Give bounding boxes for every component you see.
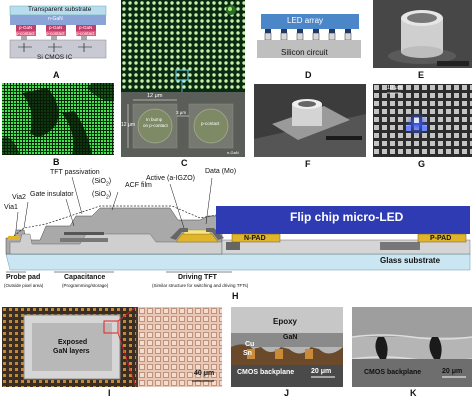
label-p-gan-1: p-GaN	[19, 25, 32, 30]
panel-h-cross-section	[0, 168, 474, 290]
label-c-dim-top: 12 μm	[147, 93, 162, 99]
label-p-gan-2: p-GaN	[49, 25, 62, 30]
panel-g: 10 μm	[373, 84, 472, 157]
panel-b	[2, 83, 114, 155]
label-n-pad: N-PAD	[244, 235, 266, 242]
label-c-p-contact: p-contact	[201, 121, 220, 126]
panel-letter-a: A	[53, 70, 60, 80]
label-probe-pad: Probe pad	[6, 274, 40, 281]
panel-d-diagram	[253, 6, 365, 66]
panel-d: LED array Silicon circuit	[253, 6, 365, 66]
label-tft-passivation: TFT passivation	[50, 169, 100, 176]
panel-e-sem-image	[373, 0, 472, 68]
label-sio2-1-text: (SiO	[92, 178, 106, 185]
label-i-scale: 40 μm	[194, 370, 214, 377]
label-n-gan: n-GaN	[48, 16, 63, 22]
label-c-dim-left: 12 μm	[121, 122, 135, 128]
label-p-contact-3: p-contact	[76, 31, 95, 36]
label-acf-film: ACF film	[125, 182, 152, 189]
panel-letter-c: C	[181, 158, 188, 168]
label-sio2-1: (SiO2)	[92, 178, 111, 187]
label-epoxy: Epoxy	[273, 317, 297, 326]
panel-b-emission-image	[2, 83, 114, 155]
label-c-in-bump: In bump	[146, 117, 162, 122]
label-silicon-circuit: Silicon circuit	[281, 48, 328, 57]
label-flip-chip-micro-led: Flip chip micro-LED	[290, 210, 403, 224]
panel-g-pixel-array	[373, 84, 472, 157]
panel-letter-i: I	[108, 388, 111, 398]
label-p-contact-1: p-contact	[16, 31, 35, 36]
label-sio2-2: (SiO2)	[92, 191, 111, 200]
label-led-array: LED array	[287, 16, 323, 25]
panel-k: CMOS backplane 20 μm	[352, 307, 472, 387]
label-sn: Sn	[243, 350, 252, 357]
label-via1: Via1	[4, 204, 18, 211]
label-j-cmos: CMOS backplane	[237, 369, 294, 376]
panel-letter-h: H	[232, 291, 239, 301]
label-capacitance-sub: (Programming/storage)	[62, 283, 108, 288]
label-capacitance: Capacitance	[64, 274, 105, 281]
panel-letter-k: K	[410, 388, 417, 398]
panel-f	[254, 84, 366, 157]
label-cu: Cu	[245, 341, 254, 348]
label-gan-layers: GaN layers	[53, 348, 90, 355]
label-j-scale: 20 μm	[311, 368, 331, 375]
label-data-mo: Data (Mo)	[205, 168, 236, 175]
panel-letter-j: J	[284, 388, 289, 398]
label-driving-tft-sub: (Similar structure for switching and dri…	[152, 283, 248, 288]
label-gate-insulator: Gate insulator	[30, 191, 74, 198]
label-si-cmos: Si CMOS IC	[37, 54, 72, 61]
panel-i: Exposed GaN layers 40 μm	[2, 307, 222, 387]
panel-a: Transparent substrate n-GaN p-GaN p-GaN …	[2, 0, 110, 70]
panel-c-micrograph	[121, 0, 245, 157]
label-driving-tft: Driving TFT	[178, 274, 217, 281]
label-k-cmos: CMOS backplane	[364, 369, 421, 376]
label-exposed: Exposed	[58, 339, 87, 346]
panel-c: 12 μm 12 μm 3 μm In bump on p-contact p-…	[121, 0, 245, 157]
label-active-igzo: Active (a-IGZO)	[146, 175, 195, 182]
label-p-contact-2: p-contact	[46, 31, 65, 36]
label-p-gan-3: p-GaN	[79, 25, 92, 30]
label-sio2-2-text: (SiO	[92, 191, 106, 198]
panel-e	[373, 0, 472, 68]
panel-i-micrograph	[2, 307, 222, 387]
label-c-dim-gap: 3 μm	[176, 110, 186, 115]
label-glass-substrate: Glass substrate	[380, 256, 440, 265]
label-g-dim: 10 μm	[387, 85, 402, 91]
label-c-on-p-contact: on p-contact	[143, 123, 168, 128]
panel-j: Epoxy GaN Cu Sn CMOS backplane 20 μm	[231, 307, 343, 387]
label-c-n-gan: n-GaN	[227, 150, 239, 155]
panel-letter-d: D	[305, 70, 312, 80]
panel-f-sem-image	[254, 84, 366, 157]
panel-letter-b: B	[53, 157, 60, 167]
panel-h: TFT passivation (SiO2) Gate insulator (S…	[0, 168, 474, 290]
label-p-pad: P-PAD	[430, 235, 451, 242]
label-via2: Via2	[12, 194, 26, 201]
label-j-gan: GaN	[283, 334, 297, 341]
panel-letter-e: E	[418, 70, 424, 80]
label-probe-pad-sub: (Outside pixel area)	[4, 283, 43, 288]
label-transparent-substrate: Transparent substrate	[28, 6, 91, 13]
label-k-scale: 20 μm	[442, 368, 462, 375]
